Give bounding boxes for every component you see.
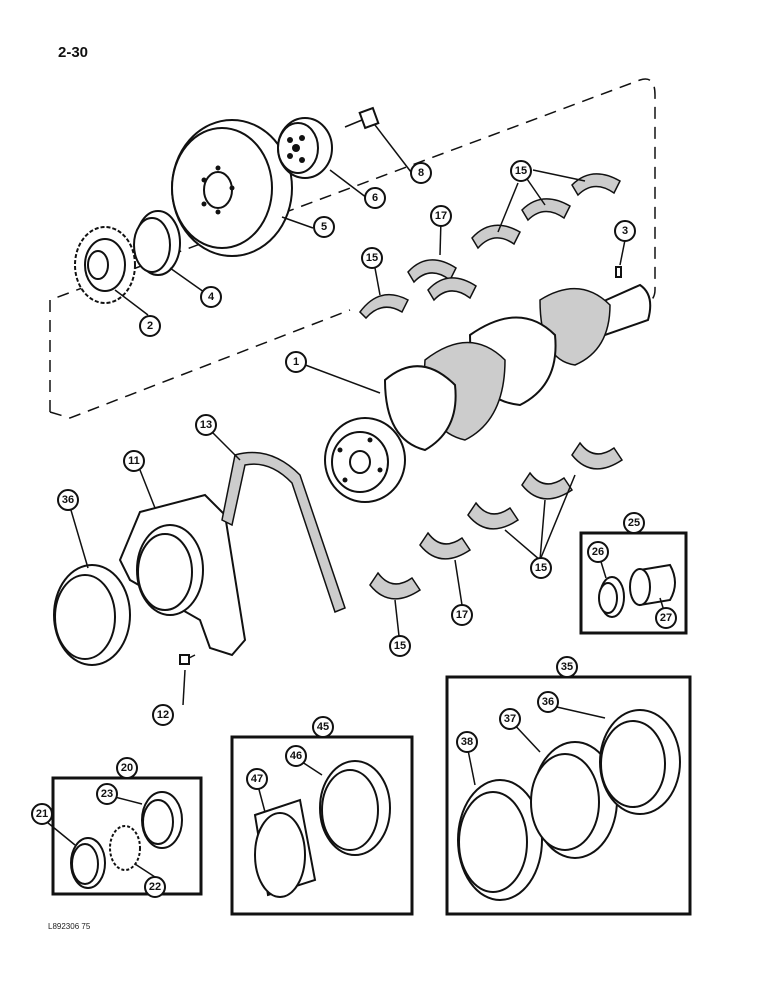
crank-pulley [171,119,293,257]
rear-seal-housing [118,493,247,657]
svg-text:22: 22 [149,881,161,893]
svg-text:47: 47 [251,773,263,785]
svg-text:17: 17 [456,609,468,621]
svg-text:15: 15 [394,640,406,652]
lower-main-bearings [369,441,624,600]
svg-text:21: 21 [36,808,48,820]
svg-text:46: 46 [290,750,302,762]
callout-15-lower-left: 15 [389,635,411,657]
dowel-pin [615,266,622,278]
svg-text:17: 17 [435,210,447,222]
svg-text:3: 3 [622,225,628,237]
callout-36-kit: 36 [537,691,559,713]
front-seal-ring [133,210,181,276]
callout-36-seal: 36 [57,489,79,511]
callout-11: 11 [123,450,145,472]
svg-text:5: 5 [321,221,327,233]
svg-text:8: 8 [418,167,424,179]
rear-gasket [221,451,346,613]
svg-text:12: 12 [157,709,169,721]
timing-gear [74,226,136,304]
callout-15-lower-right: 15 [530,557,552,579]
callout-21: 21 [31,803,53,825]
housing-screw [179,654,196,665]
svg-text:13: 13 [200,419,212,431]
rear-seal [53,564,131,666]
svg-text:25: 25 [628,517,640,529]
page-number: 2-30 [58,44,89,61]
kit-35-parts [457,709,681,901]
svg-text:35: 35 [561,661,573,673]
svg-text:4: 4 [208,291,215,303]
callout-5: 5 [313,216,335,238]
svg-text:1: 1 [293,356,299,368]
callout-46: 46 [285,745,307,767]
callout-17-lower: 17 [451,604,473,626]
callout-27: 27 [655,607,677,629]
callout-13: 13 [195,414,217,436]
svg-text:2: 2 [147,320,153,332]
dashed-group-outline [49,78,656,419]
svg-text:36: 36 [542,696,554,708]
svg-text:26: 26 [592,546,604,558]
callout-15-top-left: 15 [361,247,383,269]
kit-20-parts [70,791,183,889]
svg-text:15: 15 [535,562,547,574]
svg-text:36: 36 [62,494,74,506]
callout-22: 22 [144,876,166,898]
svg-text:38: 38 [461,736,473,748]
upper-main-bearings [359,173,621,320]
figure-code: L892306 75 [48,922,91,931]
pulley-bolt [344,106,380,130]
callout-12: 12 [152,704,174,726]
callout-3: 3 [614,220,636,242]
callout-6: 6 [364,187,386,209]
svg-text:15: 15 [515,165,527,177]
svg-text:45: 45 [317,721,329,733]
svg-text:37: 37 [504,713,516,725]
crankshaft [324,283,652,503]
callout-35: 35 [556,656,578,678]
callout-26: 26 [587,541,609,563]
callout-8: 8 [410,162,432,184]
callout-4: 4 [200,286,222,308]
callout-38: 38 [456,731,478,753]
svg-text:27: 27 [660,612,672,624]
callout-23: 23 [96,783,118,805]
svg-text:11: 11 [128,455,140,467]
svg-text:20: 20 [121,762,133,774]
svg-text:15: 15 [366,252,378,264]
callout-2: 2 [139,315,161,337]
callout-45: 45 [312,716,334,738]
callout-37: 37 [499,708,521,730]
svg-text:6: 6 [372,192,378,204]
svg-text:23: 23 [101,788,113,800]
callout-15-top-right: 15 [510,160,532,182]
pulley-hub [277,117,333,179]
callout-47: 47 [246,768,268,790]
callout-1: 1 [285,351,307,373]
callout-25: 25 [623,512,645,534]
kit-25-parts [598,563,676,618]
callout-20: 20 [116,757,138,779]
callout-17-top: 17 [430,205,452,227]
kit-45-parts [253,760,391,898]
